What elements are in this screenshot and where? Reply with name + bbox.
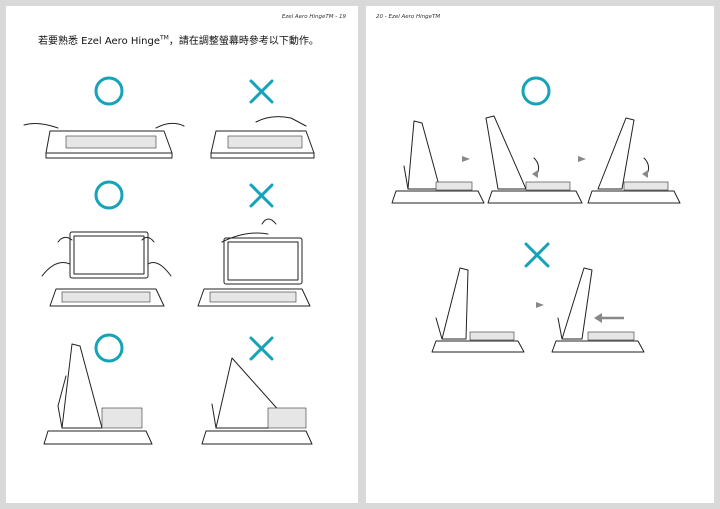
- intro-tail: ，請在調整螢幕時參考以下動作。: [168, 36, 319, 47]
- left-page: Ezel Aero HingeTM - 19 若要熟悉 Ezel Aero Hi…: [6, 6, 358, 503]
- sequence-correct-step3: [587, 117, 681, 204]
- sequence-incorrect-step1: [431, 267, 525, 353]
- correct-mark-row1: [94, 76, 124, 106]
- sequence-correct-step1: [391, 120, 485, 204]
- step-arrow-1: [462, 156, 470, 162]
- incorrect-mark-row1: [249, 79, 274, 104]
- illustration-canvas: [23, 76, 315, 445]
- sequence-correct-step2: [485, 115, 583, 204]
- sequence-incorrect-step2: [551, 267, 645, 353]
- page-header: Ezel Aero HingeTM - 19: [281, 14, 346, 20]
- step-arrow-2: [578, 156, 586, 162]
- closed-laptop-incorrect: [210, 116, 315, 159]
- illustration-canvas: [391, 76, 681, 353]
- correct-mark-row2: [94, 180, 124, 210]
- correct-mark-sequence: [521, 76, 551, 106]
- stand-mode-correct: [43, 343, 153, 445]
- intro-main: 若要熟悉 Ezel Aero Hinge: [38, 36, 160, 47]
- right-page: 20 - Ezel Aero HingeTM: [366, 6, 714, 503]
- page-header: 20 - Ezel Aero HingeTM: [376, 14, 441, 20]
- incorrect-mark-row2: [249, 183, 274, 208]
- correct-mark-row3: [94, 333, 124, 363]
- screen-lift-incorrect: [197, 218, 311, 307]
- stand-mode-incorrect: [201, 357, 313, 445]
- incorrect-mark-sequence: [524, 242, 550, 268]
- screen-lift-correct: [41, 231, 172, 307]
- trademark-sup: TM: [160, 34, 169, 42]
- closed-laptop-correct: [23, 122, 185, 159]
- incorrect-mark-row3: [249, 336, 274, 361]
- step-arrow-3: [536, 302, 544, 308]
- intro-text: 若要熟悉 Ezel Aero HingeTM，請在調整螢幕時參考以下動作。: [38, 32, 319, 47]
